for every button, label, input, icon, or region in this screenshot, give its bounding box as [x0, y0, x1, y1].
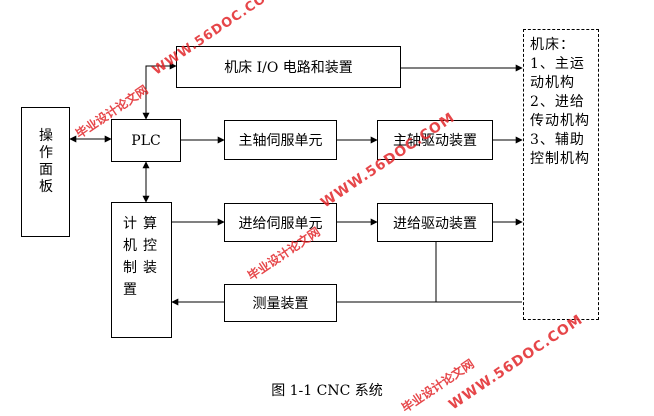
feed-servo-label: 进给伺服单元 — [238, 215, 323, 232]
cnc-char: 算 — [143, 216, 157, 232]
measuring-label: 测量装置 — [252, 296, 309, 312]
feed-drive-block: 进给驱动装置 — [377, 203, 493, 242]
cnc-char: 计 — [123, 216, 137, 232]
machine-tool-item: 1、主运动机构 — [530, 56, 585, 91]
plc-block: PLC — [111, 119, 181, 162]
cnc-char: 装 — [143, 260, 157, 276]
cnc-computer-block: 计 算 机 控 制 装 置 — [111, 202, 172, 338]
spindle-servo-block: 主轴伺服单元 — [224, 120, 337, 160]
feed-drive-label: 进给驱动装置 — [393, 215, 477, 232]
io-circuit-label: 机床 I/O 电路和装置 — [224, 60, 353, 76]
spindle-drive-block: 主轴驱动装置 — [377, 120, 493, 160]
operation-panel-block: 操作面板 — [21, 107, 70, 237]
cnc-computer-label: 计 算 机 控 制 装 置 — [120, 215, 160, 299]
io-circuit-block: 机床 I/O 电路和装置 — [176, 46, 401, 88]
plc-io-arrow — [142, 62, 177, 120]
machine-tool-item: 2、进给传动机构 — [530, 94, 590, 129]
cnc-char: 机 — [123, 238, 137, 254]
cnc-char: 制 — [123, 260, 137, 276]
spindle-drive-label: 主轴驱动装置 — [393, 133, 477, 149]
cnc-char — [140, 281, 160, 299]
feed-servo-block: 进给伺服单元 — [224, 203, 337, 242]
machine-tool-title: 机床： — [530, 37, 575, 53]
cnc-char: 控 — [143, 238, 157, 254]
spindle-servo-label: 主轴伺服单元 — [238, 133, 323, 149]
measuring-block: 测量装置 — [224, 284, 337, 322]
cnc-char: 置 — [123, 282, 137, 298]
machine-tool-item: 3、辅助控制机构 — [530, 132, 590, 167]
figure-caption: 图 1-1 CNC 系统 — [271, 383, 383, 399]
machine-tool-block: 机床： 1、主运动机构 2、进给传动机构 3、辅助控制机构 — [523, 29, 599, 320]
plc-label: PLC — [131, 132, 161, 149]
operation-panel-label: 操作面板 — [39, 128, 53, 195]
